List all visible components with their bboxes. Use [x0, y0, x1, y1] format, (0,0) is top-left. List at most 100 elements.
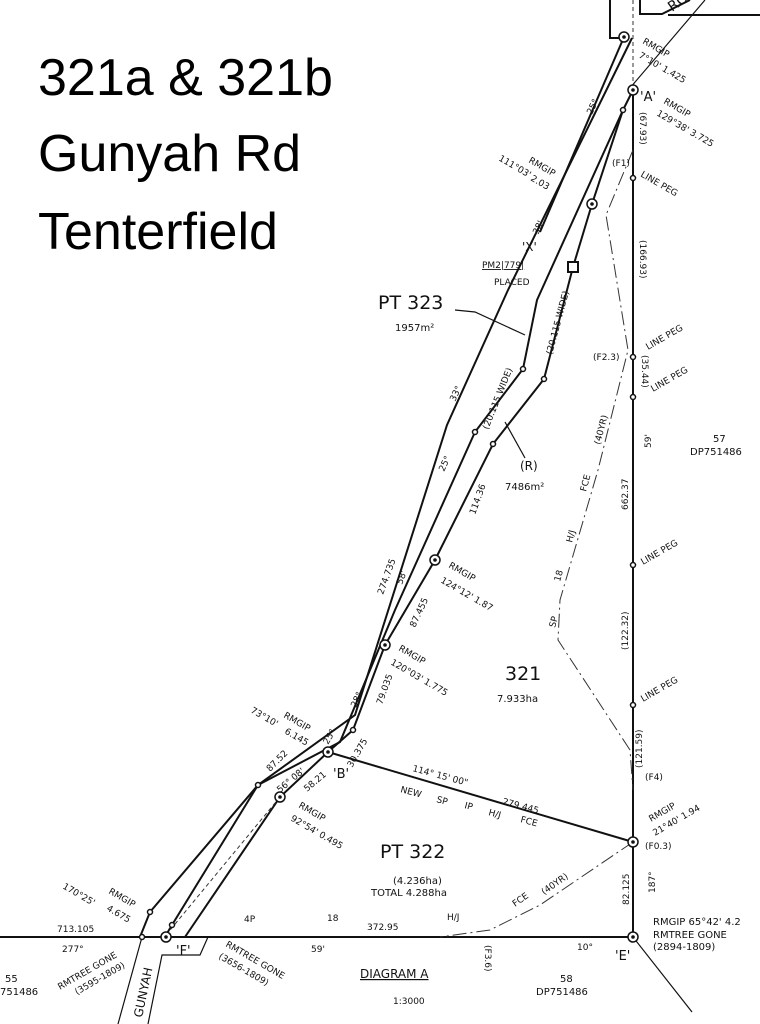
- label-b: 'B': [333, 767, 349, 782]
- line-peg-icon: [138, 933, 146, 941]
- label-fce3: FCE: [511, 891, 531, 909]
- line-peg-icon: [168, 921, 176, 929]
- label-pm: PM2|779|: [482, 261, 524, 271]
- r-leader: [504, 421, 526, 459]
- label-d67-93: (67.93): [637, 112, 647, 145]
- label-e: 'E': [615, 949, 630, 964]
- label-lot321-area: 7.933ha: [497, 694, 538, 705]
- label-hj2: H/J: [487, 808, 502, 821]
- label-min59-bottom: 59': [311, 945, 325, 955]
- line-peg-icon: [629, 561, 637, 569]
- label-dp58: DP751486: [536, 987, 588, 998]
- label-hj: H/J: [565, 529, 578, 544]
- label-ro: RO: [665, 0, 691, 15]
- label-e-rmgip: RMGIP 65°42' 4.2: [653, 917, 741, 928]
- label-dp55: 751486: [0, 987, 38, 998]
- label-e-ref: (2894-1809): [653, 942, 715, 953]
- label-d30-375: 30.375: [346, 737, 370, 769]
- line-peg-icon: [519, 365, 527, 373]
- line-peg-icon: [629, 393, 637, 401]
- label-d662-37: 662.37: [621, 479, 631, 511]
- label-rmgip124-val: 124°12' 1.87: [439, 576, 495, 614]
- line-peg-icon: [629, 174, 637, 182]
- label-pt322-total: TOTAL 4.288ha: [370, 888, 447, 899]
- label-d82-125: 82.125: [622, 874, 632, 906]
- line-peg-icon: [146, 908, 154, 916]
- pm-square-icon: [567, 261, 579, 273]
- label-deg25-mid: 25°: [438, 455, 454, 474]
- label-linepeg3: LINE PEG: [650, 365, 691, 394]
- label-sp: SP: [548, 615, 561, 629]
- label-p4: 4P: [244, 915, 256, 925]
- label-linepeg4: LINE PEG: [640, 538, 681, 567]
- line-peg-icon: [629, 353, 637, 361]
- label-f2-3: (F2.3): [593, 353, 620, 363]
- fence-line-south: [439, 841, 634, 938]
- label-n18: 18: [553, 569, 566, 583]
- label-sp2: SP: [435, 795, 449, 808]
- label-rmgip170-b: 170°25': [61, 882, 97, 908]
- label-diagram: DIAGRAM A: [360, 967, 429, 981]
- label-linepeg2: LINE PEG: [645, 323, 686, 352]
- label-f0-3: (F0.3): [645, 842, 672, 852]
- label-ang56: 56° 08': [276, 767, 308, 796]
- dashed-road-line: [165, 796, 281, 936]
- label-pt323-area: 1957m²: [395, 323, 434, 334]
- label-pt322-area: (4.236ha): [393, 876, 442, 887]
- label-d166-93: (166.93): [637, 240, 647, 279]
- line-peg-icon: [540, 375, 548, 383]
- label-fence40yr2: (40YR): [540, 872, 571, 898]
- survey-mark-center: [631, 935, 635, 939]
- fence-line: [557, 149, 634, 791]
- label-d122-32: (122.32): [621, 611, 631, 650]
- label-d87-455: 87.455: [409, 596, 431, 629]
- survey-mark-center: [433, 558, 437, 562]
- line-peg-icon: [349, 726, 357, 734]
- label-x-rmgip: RMGIP: [527, 156, 558, 179]
- line-peg-icon: [254, 781, 262, 789]
- label-pt323: PT 323: [378, 292, 443, 314]
- label-x-rmgip-dist: 2.03: [529, 174, 551, 193]
- label-lot57: 57: [713, 434, 726, 445]
- label-deg187: 187°: [648, 871, 658, 893]
- label-deg28: 28°: [350, 691, 366, 710]
- label-lot321: 321: [505, 663, 541, 685]
- label-d279-445: 279.445: [501, 797, 540, 816]
- label-n18b: 18: [327, 914, 339, 924]
- survey-mark-center: [631, 88, 635, 92]
- survey-mark-center: [383, 643, 387, 647]
- survey-mark-center: [278, 795, 282, 799]
- label-dp57: DP751486: [690, 447, 742, 458]
- label-lot55: 55: [5, 974, 18, 985]
- label-f1: (F1): [612, 159, 630, 169]
- line-peg-icon: [471, 428, 479, 436]
- line-peg-icon: [619, 106, 627, 114]
- southeast-line: [632, 936, 693, 1013]
- label-hj3: H/J: [447, 913, 459, 923]
- label-linepeg5: LINE PEG: [640, 675, 681, 704]
- line-peg-icon: [629, 701, 637, 709]
- pt323-leader: [454, 309, 526, 336]
- line-peg-icon: [489, 440, 497, 448]
- survey-mark-center: [590, 202, 594, 206]
- label-f4: (F4): [645, 773, 663, 783]
- survey-marks: [138, 31, 639, 943]
- label-scale: 1:3000: [393, 997, 425, 1007]
- label-d121-59: (121.59): [635, 729, 645, 768]
- title-line-3: Tenterfield: [38, 203, 278, 261]
- label-d79-035: 79.035: [375, 673, 395, 706]
- survey-mark-center: [326, 750, 330, 754]
- survey-mark-center: [164, 935, 168, 939]
- label-pt322: PT 322: [380, 841, 445, 863]
- label-f: 'F': [176, 944, 191, 959]
- right-road-boundary: [184, 89, 634, 938]
- title-line-1: 321a & 321b: [38, 49, 333, 107]
- label-r-area: 7486m²: [505, 482, 544, 493]
- label-new: NEW: [399, 785, 422, 800]
- new-boundary-b-to-f03: [327, 751, 634, 843]
- label-placed: PLACED: [494, 278, 530, 288]
- label-x-rmgip-bearing: 111°03': [497, 154, 533, 180]
